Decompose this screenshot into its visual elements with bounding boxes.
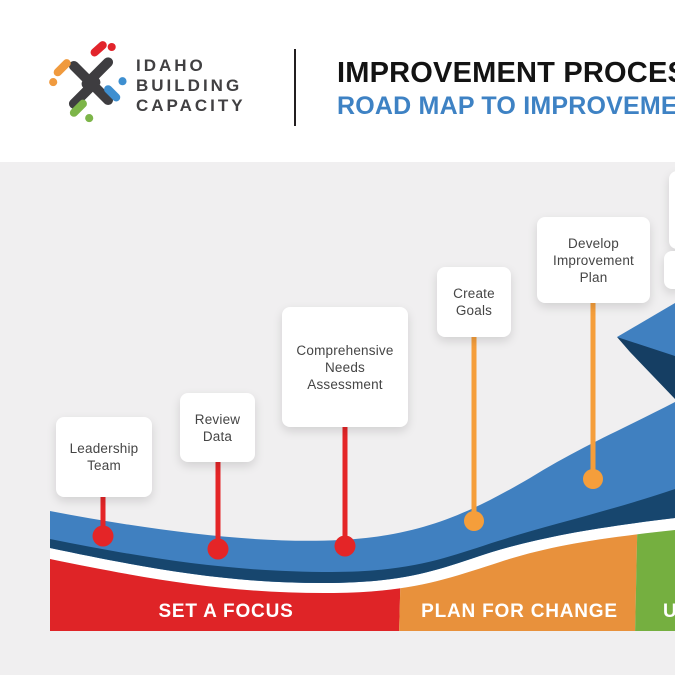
page-title: IMPROVEMENT PROCESS xyxy=(337,57,675,89)
milestone-label: Review Data xyxy=(194,411,241,444)
milestone-card-needs-assessment: Comprehensive Needs Assessment xyxy=(282,307,408,427)
logo-green-accent xyxy=(69,99,87,117)
header-divider xyxy=(294,49,296,126)
brand-name: IDAHO BUILDING CAPACITY xyxy=(136,56,296,116)
arrowhead xyxy=(617,303,675,363)
logo-dark-bars xyxy=(68,57,114,109)
milestone-label: Leadership Team xyxy=(69,441,139,473)
road-edge xyxy=(50,489,675,584)
milestone-card-improvement-plan: Develop Improvement Plan xyxy=(537,217,650,303)
brand-line-3: CAPACITY xyxy=(136,96,246,115)
milestone-card-leadership-team: Leadership Team xyxy=(56,417,152,497)
milestone-label: Develop Improvement Plan xyxy=(553,235,634,285)
milestone-card-partial-lower xyxy=(664,251,675,289)
milestone-connectors xyxy=(92,301,603,560)
arrowhead-shadow xyxy=(617,337,675,399)
brand-line-2: BUILDING xyxy=(136,76,243,95)
milestone-label: Comprehensive Needs Assessment xyxy=(296,342,394,392)
milestone-card-review-data: Review Data xyxy=(180,393,255,462)
logo-red-accent xyxy=(90,41,107,57)
logo-orange-accent xyxy=(53,59,71,77)
phase-label-third-partial: U xyxy=(663,601,675,622)
phase-band-third xyxy=(635,530,675,631)
logo-blue-accent xyxy=(104,85,121,102)
logo-green-dot xyxy=(85,114,94,123)
milestone-label: Create Goals xyxy=(453,286,495,318)
milestone-dot-leadership-team xyxy=(92,525,114,547)
milestone-dot-needs-assessment xyxy=(334,535,356,557)
logo-blue-dot xyxy=(118,77,127,86)
logo-red-dot xyxy=(107,42,116,52)
milestone-card-partial-upper xyxy=(669,171,675,249)
milestone-card-create-goals: Create Goals xyxy=(437,267,511,337)
milestone-dot-review-data xyxy=(207,538,229,560)
logo-orange-dot xyxy=(49,78,58,87)
idaho-building-capacity-logo xyxy=(49,41,127,123)
brand-line-1: IDAHO xyxy=(136,56,206,75)
milestone-dot-create-goals xyxy=(464,511,484,531)
phase-label-plan-for-change: PLAN FOR CHANGE xyxy=(421,601,618,622)
page-subtitle: ROAD MAP TO IMPROVEMENT xyxy=(337,92,675,120)
phase-label-set-a-focus: SET A FOCUS xyxy=(158,601,294,622)
milestone-dot-improvement-plan xyxy=(583,469,603,489)
